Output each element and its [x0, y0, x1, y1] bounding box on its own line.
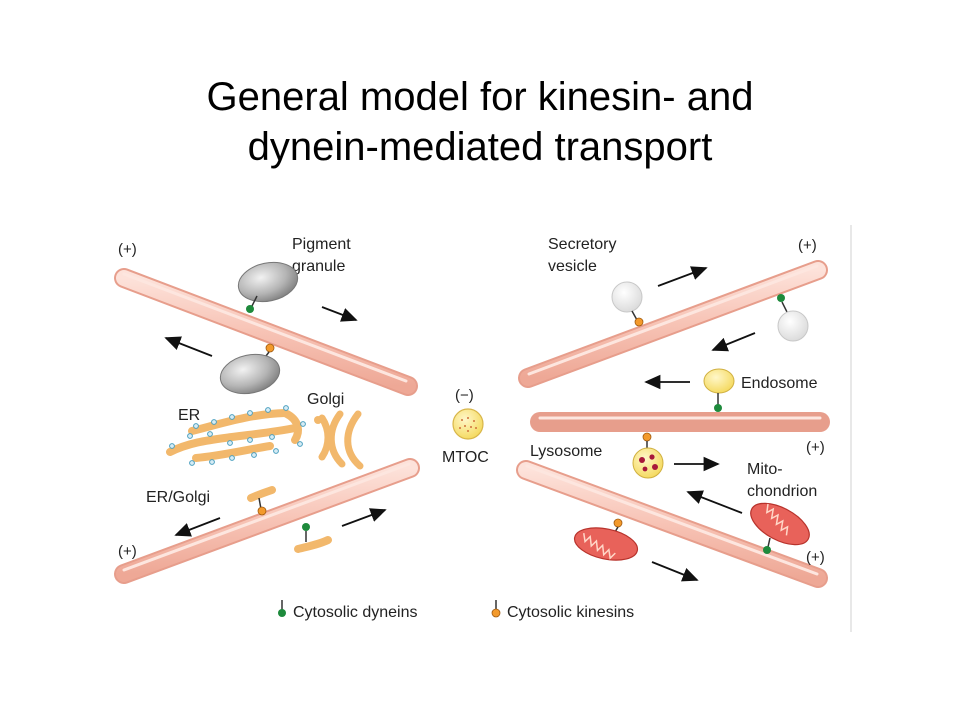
golgi-stack-icon — [314, 410, 364, 470]
microtubule-middle-right — [530, 412, 830, 432]
kinesin-motor-icon — [265, 343, 275, 353]
endosome-icon — [703, 368, 735, 405]
lysosome-label: Lysosome — [530, 443, 602, 460]
endosome-label: Endosome — [741, 375, 818, 392]
secretory-vesicle-lower — [777, 301, 809, 342]
mtoc-label: MTOC — [442, 449, 489, 466]
microtubule-top-left — [114, 268, 418, 396]
kinesin-motor-icon — [642, 432, 652, 442]
arrow-minus-direction — [174, 517, 221, 537]
plus-label-top-right: (+) — [798, 237, 817, 254]
dynein-motor-icon — [777, 294, 785, 302]
pigment-label-line-1: Pigment — [292, 236, 351, 253]
minus-label: (−) — [455, 387, 474, 404]
legend-kinesin-icon — [491, 600, 501, 618]
mitochondrion-bottom-icon — [573, 526, 639, 561]
title-line-2: dynein-mediated transport — [247, 125, 713, 169]
arrow-minus-direction — [711, 332, 756, 352]
dynein-motor-icon — [246, 305, 254, 313]
mito-label-line-2: chondrion — [747, 483, 817, 500]
legend-dynein-label: Cytosolic dyneins — [293, 604, 418, 621]
golgi-label: Golgi — [307, 391, 344, 408]
kinesin-motor-icon — [257, 506, 267, 516]
arrow-plus-direction — [651, 561, 699, 582]
legend-dynein-icon — [278, 600, 286, 617]
er-golgi-vesicle-upper — [247, 486, 276, 510]
mtoc-icon — [452, 408, 484, 440]
dynein-motor-icon — [714, 404, 722, 412]
mito-label-line-1: Mito- — [747, 461, 783, 478]
legend: Cytosolic dyneins Cytosolic kinesins — [278, 600, 634, 621]
plus-label-middle-right: (+) — [806, 439, 825, 456]
arrow-minus-direction — [686, 490, 743, 514]
microtubule-bottom-left — [114, 458, 420, 584]
mitochondrion-right-icon — [750, 502, 810, 548]
arrow-minus-direction — [164, 336, 213, 357]
lysosome-icon — [632, 441, 664, 479]
er-golgi-label: ER/Golgi — [146, 489, 210, 506]
plus-label-bottom-left: (+) — [118, 543, 137, 560]
kinesin-motor-icon — [634, 317, 644, 327]
er-label: ER — [178, 407, 200, 424]
title-line-1: General model for kinesin- and — [206, 75, 754, 119]
slide-title: General model for kinesin- and dynein-me… — [0, 72, 960, 172]
er-network-icon — [166, 405, 306, 466]
arrow-plus-direction — [341, 508, 387, 527]
arrow-plus-direction — [657, 266, 708, 287]
pigment-granule-lower — [219, 351, 281, 395]
pigment-label-line-2: granule — [292, 258, 345, 275]
kinesin-motor-icon — [613, 518, 623, 528]
legend-kinesin-label: Cytosolic kinesins — [507, 604, 634, 621]
er-golgi-vesicle-lower — [294, 531, 332, 553]
secretory-label-line-2: vesicle — [548, 258, 597, 275]
plus-label-top-left: (+) — [118, 241, 137, 258]
secretory-label-line-1: Secretory — [548, 236, 616, 253]
dynein-motor-icon — [302, 523, 310, 531]
secretory-vesicle-upper — [611, 281, 643, 321]
arrow-plus-direction — [321, 306, 358, 322]
microtubule-top-right — [518, 260, 828, 388]
plus-label-bottom-right: (+) — [806, 549, 825, 566]
dynein-motor-icon — [763, 546, 771, 554]
microtubule-bottom-right — [516, 460, 828, 588]
